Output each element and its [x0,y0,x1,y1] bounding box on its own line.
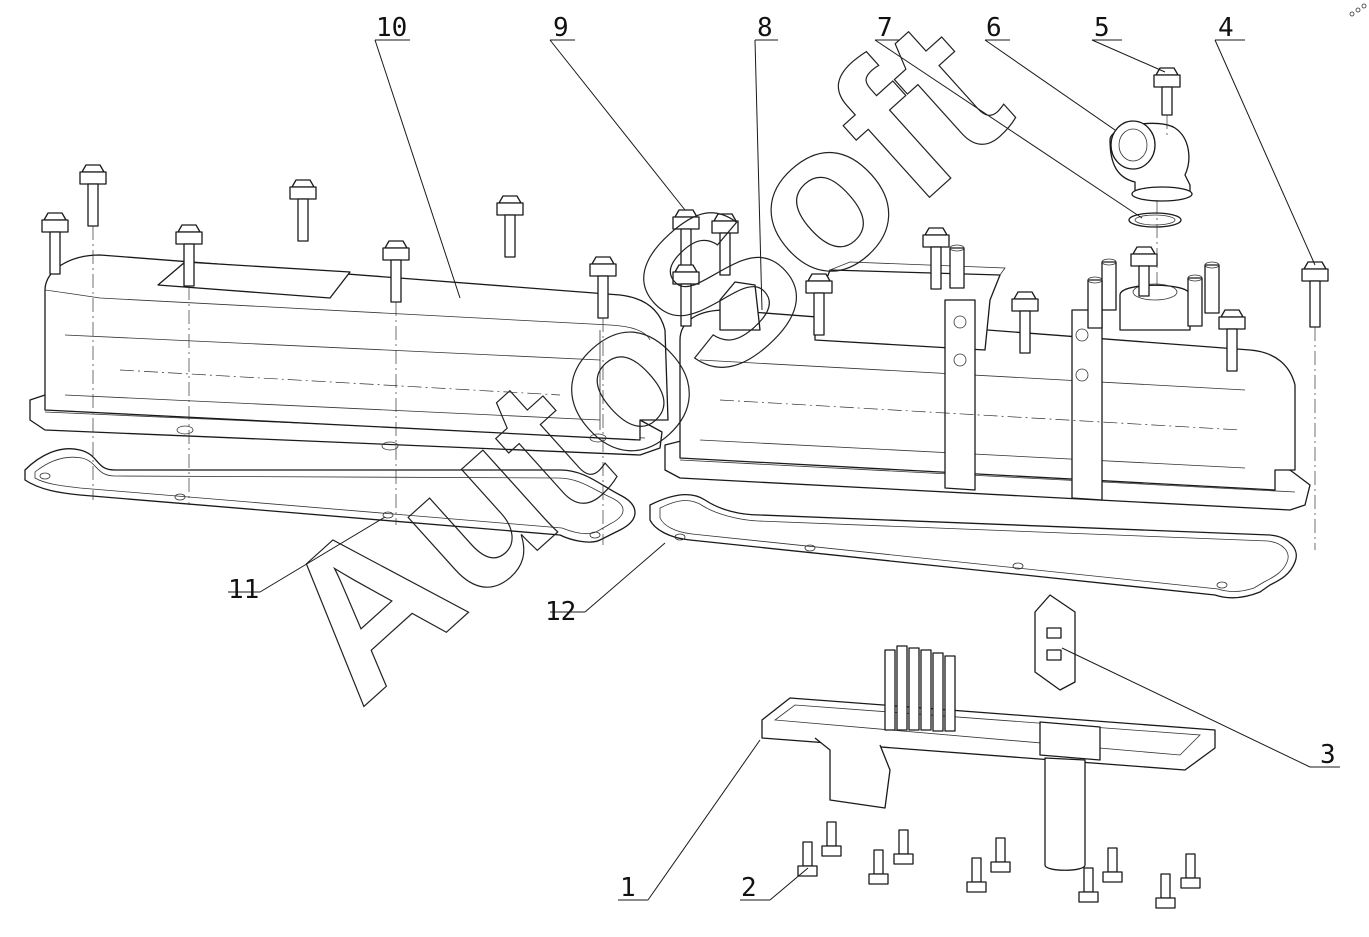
bolt [175,224,203,287]
bolt [496,195,524,258]
callout-9: 9 [553,13,569,43]
callout-8: 8 [757,13,773,43]
callout-3: 3 [1320,740,1336,770]
gasket-right [649,493,1297,599]
callout-1: 1 [620,873,636,903]
left-cover-bosses [176,425,607,451]
callout-6: 6 [986,13,1002,43]
leader-lines [228,39,1340,901]
sensor-clip [1034,594,1076,691]
bolt [1130,246,1158,297]
callout-2: 2 [741,873,757,903]
breather-housing [761,645,1216,871]
o-ring [1128,212,1182,228]
callout-5: 5 [1094,13,1110,43]
bolt [382,240,410,303]
callout-10: 10 [376,13,407,43]
bolt [1011,291,1039,354]
bolts-cover [41,67,1329,372]
bolt [589,256,617,319]
bolt [1218,309,1246,372]
bolt [289,179,317,242]
assembly-centerlines [92,115,1316,550]
elbow-fitting [1109,120,1193,202]
gasket-left-holes [39,472,601,539]
bolt [41,212,69,275]
studs [949,244,1220,329]
bolt [79,164,107,227]
callout-12: 12 [545,597,576,627]
callout-11: 11 [228,575,259,605]
bolt [672,264,700,327]
gasket-right-holes [674,533,1228,589]
bolt [922,227,950,290]
valve-cover-left [29,254,669,456]
valve-cover-right [664,261,1311,511]
bolt-4 [1301,261,1329,328]
small-bolts [797,821,1201,909]
bolt [711,213,739,276]
corner-mark-icon [1349,3,1367,17]
bolt [805,273,833,336]
callout-4: 4 [1218,13,1234,43]
callouts: 1 2 3 4 5 6 7 8 9 10 11 12 [228,13,1336,903]
gasket-left [24,448,636,543]
breather-fins [884,645,956,732]
bolt-5 [1153,67,1181,116]
callout-7: 7 [877,13,893,43]
